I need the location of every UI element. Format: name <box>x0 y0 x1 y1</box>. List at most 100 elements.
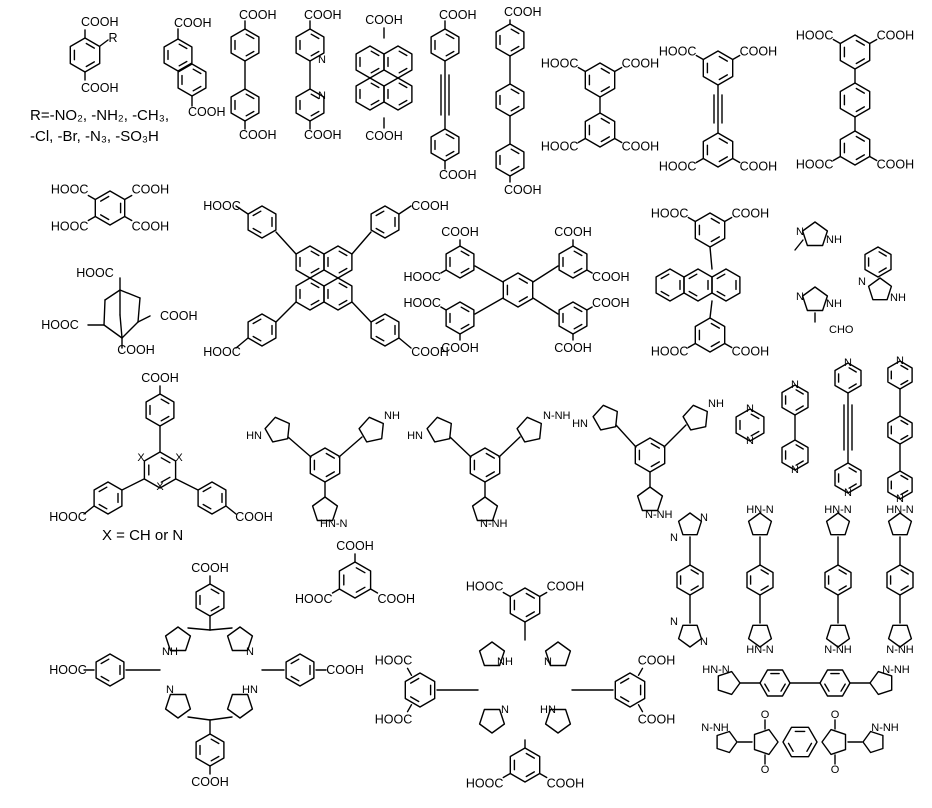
five-ring <box>426 416 452 443</box>
double-bond <box>460 306 470 313</box>
atom-label: HN <box>407 430 423 442</box>
five-ring <box>821 728 847 756</box>
atom-label: HOOC <box>403 270 441 284</box>
bond <box>121 478 145 491</box>
atom-label: COOH <box>239 128 277 142</box>
double-bond <box>510 105 520 112</box>
double-bond <box>838 569 847 575</box>
atom-label: COOH <box>174 16 212 30</box>
benzene-ring <box>782 726 818 758</box>
double-bond <box>900 569 909 575</box>
double-bond <box>210 605 220 612</box>
benzene-ring <box>95 653 125 687</box>
double-bond <box>848 367 857 373</box>
double-bond <box>518 296 528 303</box>
atom-label: NH <box>708 398 724 410</box>
double-bond <box>160 398 170 405</box>
atom-label: HN <box>246 430 262 442</box>
double-bond <box>252 210 262 217</box>
double-bond <box>210 588 220 595</box>
double-bond <box>370 82 380 89</box>
r-bond <box>99 39 109 47</box>
atom-label: N-NH <box>480 518 508 530</box>
double-bond <box>660 290 670 297</box>
atom-label: HOOC <box>403 296 441 310</box>
atom-label: COOH <box>740 45 778 59</box>
double-bond <box>338 267 348 274</box>
five-ring <box>801 221 829 247</box>
benzene-ring <box>834 462 862 494</box>
atom-label: N <box>246 646 254 658</box>
substituent-bond <box>586 306 593 311</box>
bond <box>498 436 521 458</box>
atom-label: HOOC <box>203 199 241 213</box>
double-bond <box>900 585 909 591</box>
atom-label: HOOC <box>541 140 579 154</box>
atom-label: COOH <box>547 777 585 791</box>
atom-label: N <box>670 616 678 628</box>
double-bond <box>460 267 470 274</box>
substituent-bond <box>369 588 379 594</box>
double-bond <box>370 50 380 57</box>
benzene-ring <box>323 277 353 311</box>
bond <box>663 424 687 448</box>
bond <box>275 231 297 255</box>
atom-label: HOOC <box>659 45 697 59</box>
bond-layer <box>69 19 914 783</box>
double-bond <box>160 476 171 483</box>
atom-label: HOOC <box>51 183 89 197</box>
x-definition-note: X = CH or N <box>102 527 183 544</box>
atom-label: HN <box>242 684 258 696</box>
methyl-bond <box>794 239 804 251</box>
double-bond <box>688 273 698 280</box>
atom-label: COOH <box>877 158 915 172</box>
atom-label: COOH <box>304 128 342 142</box>
atom-label: O <box>761 764 770 776</box>
five-ring <box>677 512 703 536</box>
five-ring <box>887 624 913 648</box>
substituent-bond <box>832 38 841 45</box>
double-bond <box>840 683 846 692</box>
double-bond <box>485 471 495 478</box>
atom-label: COOH <box>740 160 778 174</box>
atom-label: NH <box>384 410 400 422</box>
double-bond <box>460 323 470 330</box>
double-bond <box>718 55 728 62</box>
atom-label: N <box>844 487 852 499</box>
atom-label: NH <box>162 646 178 658</box>
substituent-bond <box>724 216 733 223</box>
atom-label: COOH <box>554 341 592 355</box>
five-ring <box>825 624 851 648</box>
substituent-bond <box>687 216 696 223</box>
double-bond <box>252 227 262 234</box>
substituent-bond <box>502 591 511 598</box>
atom-label: COOH <box>411 199 449 213</box>
double-bond <box>855 154 865 161</box>
double-bond <box>900 489 909 496</box>
atom-label: HOOC <box>295 592 333 606</box>
atom-label: N <box>166 684 174 696</box>
double-bond <box>900 474 909 481</box>
double-bond <box>445 33 455 40</box>
atom-label: COOH <box>504 5 542 19</box>
double-bond <box>806 742 813 752</box>
atom-label: COOH <box>592 270 630 284</box>
double-bond <box>338 282 348 289</box>
double-bond <box>325 471 335 478</box>
bond <box>351 231 372 255</box>
atom-label: HOOC <box>796 29 834 43</box>
atom-label: COOH <box>191 775 229 789</box>
bond <box>103 299 106 326</box>
double-bond <box>710 236 720 243</box>
five-ring <box>226 626 254 652</box>
atom-label: N <box>791 464 799 476</box>
atom-label: COOH <box>191 561 229 575</box>
atom-label: N <box>896 493 904 505</box>
substituent-bond <box>406 704 413 713</box>
atom-label: HOOC <box>375 713 413 727</box>
double-bond <box>290 658 300 665</box>
bond <box>104 289 121 301</box>
double-bond <box>688 290 698 297</box>
atom-label: HN <box>540 704 556 716</box>
atom-label: O <box>831 764 840 776</box>
